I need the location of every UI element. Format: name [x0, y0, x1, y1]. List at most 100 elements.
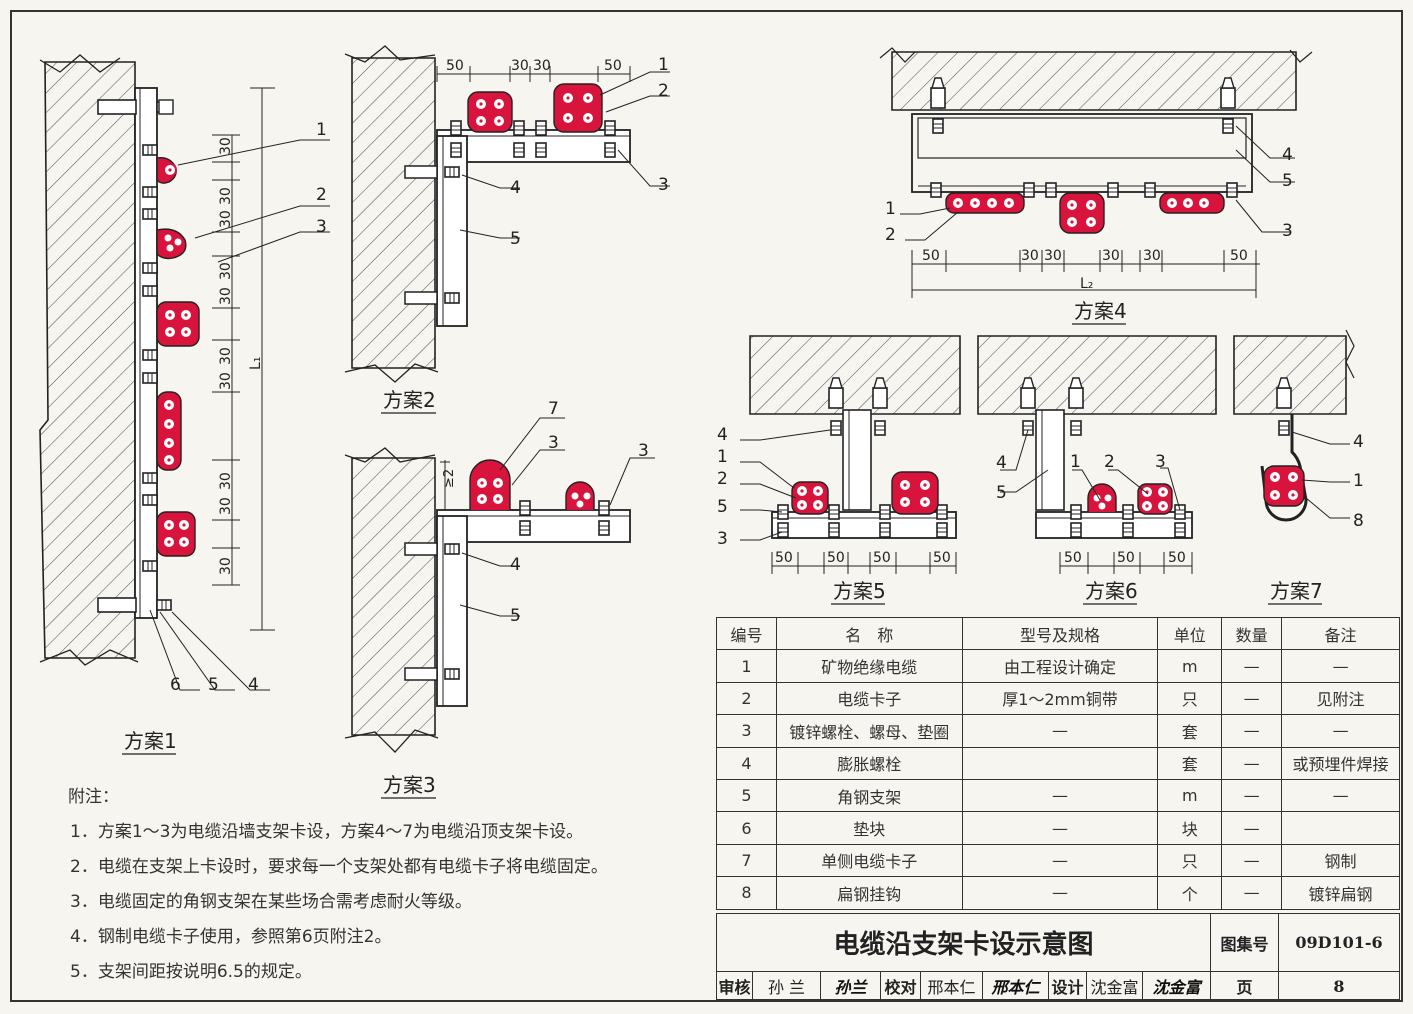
dim-30: 30: [218, 262, 234, 280]
designer-signature: 沈金富: [1143, 972, 1211, 1000]
dim-30: 30: [218, 472, 234, 490]
cable-four-core-large: [891, 471, 939, 515]
callout-6: 6: [170, 675, 181, 695]
check-label: 校对: [881, 972, 921, 1000]
atlas-label: 图集号: [1211, 914, 1279, 972]
scheme-3-drawing: ≥2 7 3 3 4 5 方案3: [344, 399, 655, 799]
angle-steel-frame: [911, 113, 1253, 193]
sheet-border: [10, 10, 1403, 1002]
callout-4: 4: [510, 555, 521, 575]
dim-50: 50: [827, 550, 845, 566]
callout-3: 3: [1282, 221, 1293, 241]
table-cell: 8: [716, 876, 777, 910]
table-cell: 5: [716, 778, 777, 813]
callout-7: 7: [548, 399, 559, 419]
cable-four-core-a: [156, 301, 200, 347]
angle-steel-vertical: [1035, 409, 1065, 511]
scheme-1-label: 方案1: [124, 729, 177, 753]
callout-8: 8: [1353, 511, 1364, 531]
note-item: 3．电缆固定的角钢支架在某些场合需考虑耐火等级。: [70, 892, 472, 912]
cable-four-core-large: [553, 83, 603, 133]
page-number: 8: [1333, 976, 1345, 996]
table-cell: —: [1221, 778, 1283, 813]
notes-section: 附注： 1．方案1～3为电缆沿墙支架卡设，方案4～7为电缆沿顶支架卡设。 2．电…: [68, 780, 688, 990]
table-cell: [1281, 811, 1400, 845]
dim-30: 30: [218, 557, 234, 575]
scheme-2-drawing: 50 30 30 50 1 2 3 4 5 方案2: [344, 45, 670, 414]
callout-5: 5: [208, 675, 219, 695]
callout-3: 3: [316, 217, 327, 237]
table-cell: —: [1221, 843, 1283, 878]
table-cell: 套: [1157, 714, 1223, 748]
table-cell: 厚1～2mm铜带: [961, 681, 1159, 716]
callout-5: 5: [510, 606, 521, 626]
angle-steel-horizontal: [1035, 511, 1193, 539]
dim-30: 30: [1021, 248, 1039, 264]
wall-concrete: [351, 457, 436, 736]
note-item: 1．方案1～3为电缆沿墙支架卡设，方案4～7为电缆沿顶支架卡设。: [70, 822, 584, 842]
scheme-6-drawing: 50 50 50 4 5 1 2 3 方案6: [977, 335, 1217, 605]
flat-steel-hook: [1260, 414, 1308, 522]
callout-5: 5: [996, 483, 1007, 503]
table-cell: m: [1157, 778, 1223, 813]
angle-steel-horizontal: [771, 511, 957, 539]
table-cell: m: [1157, 649, 1223, 683]
table-cell: —: [1221, 649, 1283, 683]
wall-concrete: [39, 61, 136, 659]
table-cell: 垫块: [775, 811, 963, 845]
header-cell: 编号: [716, 616, 777, 651]
table-header-row: 编号 名 称 型号及规格 单位 数量 备注: [716, 616, 1400, 651]
callout-1: 1: [1353, 471, 1364, 491]
callout-4: 4: [996, 453, 1007, 473]
table-cell: —: [1221, 714, 1283, 748]
scheme-5-label: 方案5: [833, 579, 886, 603]
scheme-6-label: 方案6: [1085, 579, 1138, 603]
note-item: 5．支架间距按说明6.5的规定。: [70, 962, 312, 982]
table-cell: —: [1221, 811, 1283, 845]
header-cell: 名 称: [775, 616, 963, 651]
callout-4: 4: [1353, 432, 1364, 452]
dim-50: 50: [933, 550, 951, 566]
callout-2: 2: [1104, 452, 1115, 472]
table-cell: —: [1281, 778, 1400, 813]
dim-30: 30: [218, 210, 234, 228]
cable-four-core: [467, 91, 513, 133]
callout-3: 3: [548, 433, 559, 453]
callout-1: 1: [316, 120, 327, 140]
ceiling-concrete: [749, 335, 961, 415]
scheme-4-label: 方案4: [1074, 299, 1127, 323]
angle-steel-horizontal: [436, 129, 631, 163]
expansion-bolt-bottom: [97, 597, 137, 613]
table-cell: 膨胀螺栓: [775, 746, 963, 780]
dim-30: 30: [1102, 248, 1120, 264]
scheme-1-drawing: 30 30 30 30 30 30 30 30 30 30 L₁ 1 2 3 6…: [39, 54, 330, 755]
table-cell: 电缆卡子: [775, 681, 963, 716]
ceiling-concrete: [977, 335, 1217, 415]
table-cell: —: [1281, 649, 1400, 683]
table-cell: 镀锌扁钢: [1281, 876, 1400, 910]
scheme-2-label: 方案2: [383, 388, 436, 412]
callout-3: 3: [717, 529, 728, 549]
dim-50: 50: [873, 550, 891, 566]
dim-50: 50: [1064, 550, 1082, 566]
review-label: 审核: [717, 972, 753, 1000]
ceiling-concrete: [891, 51, 1297, 111]
header-cell: 型号及规格: [961, 616, 1159, 651]
checker-name: 邢本仁: [921, 972, 983, 1000]
table-cell: 单侧电缆卡子: [775, 843, 963, 878]
page-label: 页: [1211, 972, 1279, 1000]
callout-5: 5: [717, 497, 728, 517]
table-cell: 3: [716, 714, 777, 748]
scheme-7-drawing: 4 1 8 方案7: [1233, 329, 1364, 605]
expansion-bolt: [404, 291, 438, 305]
wall-concrete: [351, 57, 436, 369]
callout-2: 2: [717, 469, 728, 489]
table-cell: 扁钢挂钩: [775, 876, 963, 910]
scheme-3-label: 方案3: [383, 773, 436, 797]
